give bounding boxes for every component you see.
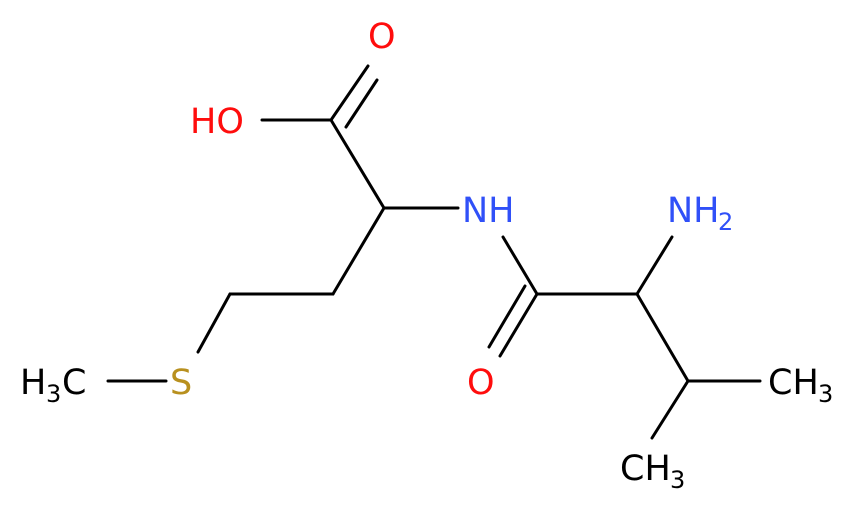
bond-branch-methyl-bottom xyxy=(650,379,690,440)
bond-amide-double-a xyxy=(498,292,539,358)
bond-alpha-chain xyxy=(331,206,386,296)
atom-methyl-sulfur-subscript: 3 xyxy=(46,380,61,408)
atom-methyl-bottom-label: CH xyxy=(620,449,671,489)
atom-amine-subscript: 2 xyxy=(718,208,733,236)
bond-carboxyl-double-a xyxy=(329,64,370,122)
bond-lines xyxy=(106,64,762,440)
atom-methyl-sulfur: H 3 C xyxy=(20,363,86,408)
atom-methyl-sulfur-c: C xyxy=(62,363,86,403)
atom-methyl-right: CH 3 xyxy=(768,363,833,408)
atom-amide-nh: NH xyxy=(462,191,515,231)
atom-methyl-bottom: CH 3 xyxy=(620,449,685,494)
atom-amine-label: NH xyxy=(667,191,720,231)
atom-labels: O HO NH NH 2 S H 3 C O CH 3 CH 3 xyxy=(20,17,833,494)
bond-amide-double-b xyxy=(487,284,527,349)
bond-alpha2-amine xyxy=(635,235,674,296)
atom-oxygen-carbonyl: O xyxy=(368,17,396,57)
bond-chain-sulfur xyxy=(196,292,232,354)
atom-methyl-right-subscript: 3 xyxy=(818,380,833,408)
atom-hydroxyl: HO xyxy=(190,102,244,142)
atom-sulfur: S xyxy=(170,363,192,403)
atom-methyl-bottom-subscript: 3 xyxy=(670,466,685,494)
atom-methyl-sulfur-h: H xyxy=(20,363,46,403)
atom-oxygen-amide: O xyxy=(467,363,495,403)
bond-carboxyl-alpha xyxy=(329,118,386,210)
bond-alpha2-branch xyxy=(635,292,690,383)
atom-methyl-right-label: CH xyxy=(768,363,819,403)
atom-amine-nh2: NH 2 xyxy=(667,191,733,236)
bond-carboxyl-double-b xyxy=(344,78,379,129)
bond-nh-amide xyxy=(501,235,539,296)
